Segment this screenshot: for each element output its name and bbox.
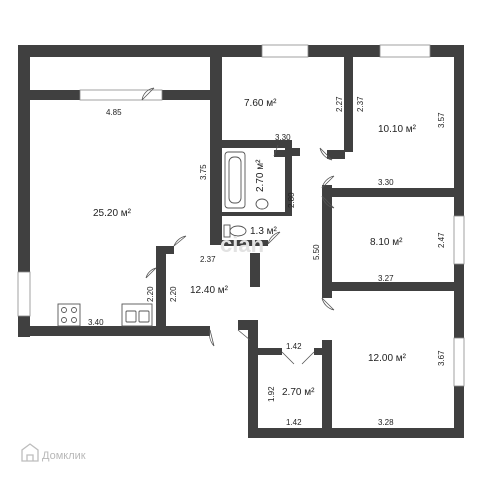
brand-watermark: Домклик [42, 450, 86, 462]
window [453, 215, 465, 265]
dimension-label: 1.92 [267, 386, 276, 402]
wall [327, 150, 345, 159]
wall [248, 428, 464, 438]
dimension-label: 2.80 [287, 192, 296, 208]
wall [18, 45, 30, 337]
room-area-room-middle-right: 8.10 м² [370, 237, 403, 248]
wall [248, 320, 258, 438]
window [379, 44, 431, 58]
door-swing [209, 329, 215, 347]
windows [17, 44, 465, 387]
wall [18, 45, 214, 57]
door-swing [273, 144, 279, 157]
wall [322, 340, 332, 438]
window [261, 44, 309, 58]
center-watermark: cian [220, 232, 264, 257]
dimension-label: 5.50 [312, 244, 321, 260]
door-swing [321, 195, 335, 209]
wall [222, 240, 268, 246]
dimension-label: 3.67 [437, 350, 446, 366]
stove-icon [57, 303, 81, 327]
door-swing [141, 87, 155, 101]
window [79, 89, 163, 101]
domclick-logo-icon [21, 443, 39, 462]
wall [322, 280, 332, 298]
dimension-label: 3.40 [88, 318, 104, 327]
wall [314, 348, 332, 355]
dimension-label: 2.20 [146, 286, 155, 302]
wall [210, 45, 222, 245]
door-swing [321, 297, 335, 311]
wall [238, 320, 258, 330]
door-swing [267, 231, 281, 245]
room-labels: 25.20 м² 7.60 м² 10.10 м² 2.70 м² 1.3 м²… [93, 98, 417, 398]
wall [222, 212, 292, 216]
dimension-label: 3.28 [378, 418, 394, 427]
wall [292, 148, 300, 156]
door-swing [237, 329, 251, 341]
wall [285, 148, 292, 213]
wall [274, 150, 292, 157]
room-area-bedroom-right-top: 10.10 м² [378, 124, 417, 135]
dimension-label: 2.20 [169, 286, 178, 302]
door-swing [321, 175, 335, 189]
window [453, 337, 465, 387]
doors [141, 87, 335, 365]
window [17, 271, 31, 317]
wall [30, 90, 80, 100]
wall [156, 246, 166, 330]
dimension-label: 4.85 [106, 108, 122, 117]
wall [322, 185, 332, 285]
door-swing [281, 351, 315, 365]
toilet-icon [223, 224, 247, 238]
dimension-label: 1.42 [286, 342, 302, 351]
room-area-living: 25.20 м² [93, 208, 132, 219]
dimension-labels: 4.85 2.27 2.37 3.57 3.30 3.75 3.30 2.80 … [88, 96, 446, 427]
wall [330, 282, 454, 291]
dimension-label: 2.47 [437, 232, 446, 248]
dimension-label: 2.27 [335, 96, 344, 112]
dimension-label: 2.37 [200, 255, 216, 264]
room-area-storage: 2.70 м² [282, 387, 315, 398]
door-swing [145, 267, 157, 279]
kitchen-sink-icon [121, 303, 153, 327]
wall [162, 90, 212, 100]
wall [156, 246, 174, 254]
wall [344, 57, 353, 152]
dimension-label: 3.75 [199, 164, 208, 180]
room-area-bedroom-top: 7.60 м² [244, 98, 277, 109]
wall [258, 348, 282, 355]
dimension-label: 3.30 [378, 178, 394, 187]
room-area-bathroom: 2.70 м² [255, 159, 266, 192]
door-swing [319, 147, 333, 161]
wall [222, 140, 292, 148]
dimension-label: 3.30 [275, 133, 291, 142]
wall [18, 326, 210, 336]
door-swing [173, 235, 187, 247]
room-area-room-bottom-right: 12.00 м² [368, 353, 407, 364]
dimension-label: 3.27 [378, 274, 394, 283]
bathtub-icon [224, 151, 246, 209]
dimension-label: 1.42 [286, 418, 302, 427]
dimension-label: 2.37 [356, 96, 365, 112]
wall [250, 253, 260, 287]
room-area-toilet: 1.3 м² [250, 226, 278, 237]
watermark: cian Домклик [21, 232, 264, 462]
wall [330, 188, 454, 197]
dimension-label: 3.57 [437, 112, 446, 128]
sink-icon [255, 198, 269, 210]
room-area-hall: 12.40 м² [190, 285, 229, 296]
